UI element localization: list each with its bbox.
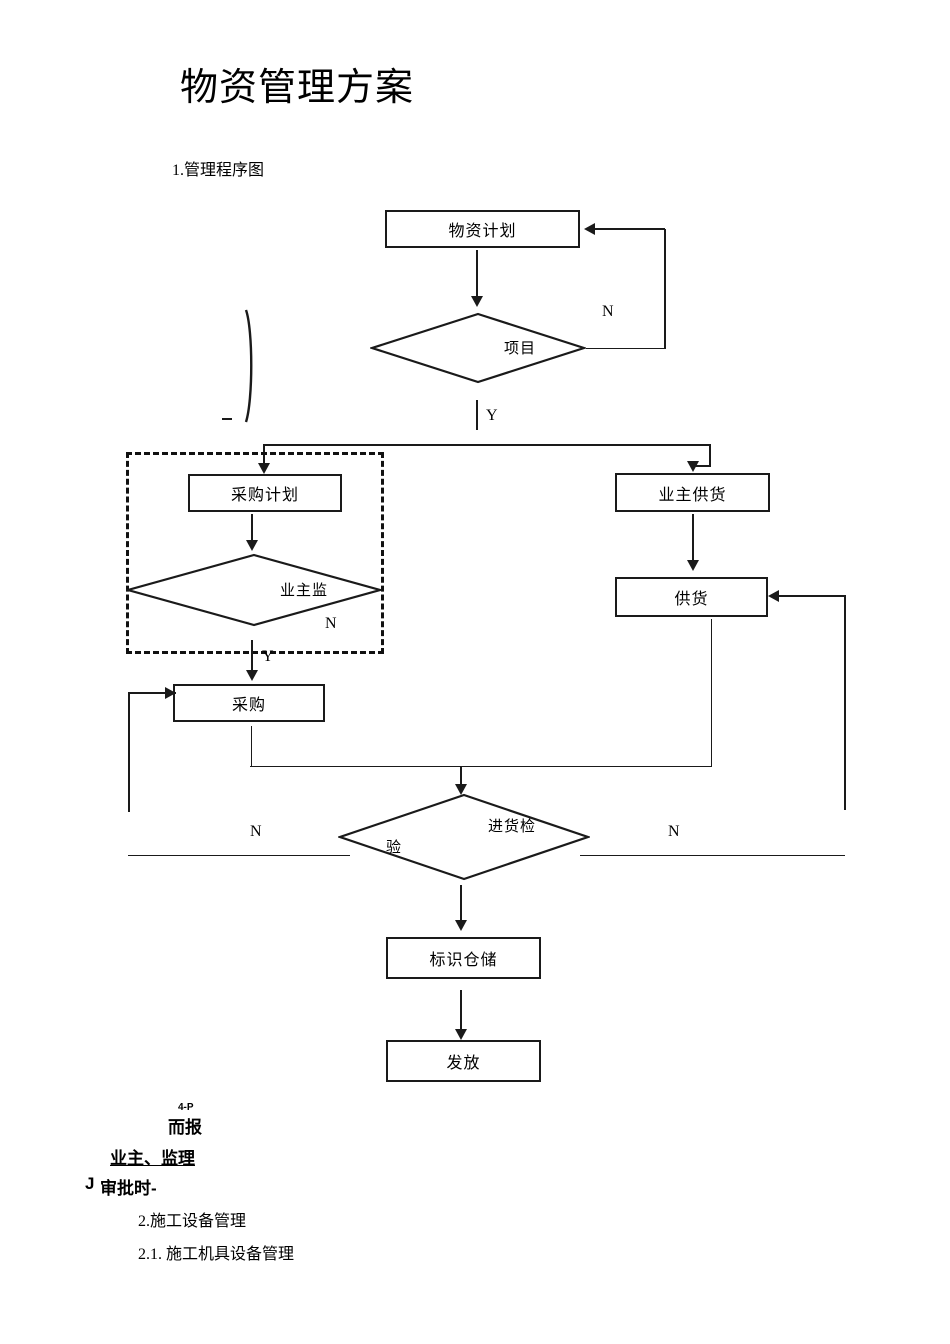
branch-label-inspection-no-left: N [250,823,262,840]
connector-to-inspection [460,766,462,790]
branch-label-project-no: N [602,303,614,320]
connector-project-no-vertical [664,229,666,349]
branch-label-supervision-yes: Y [262,648,274,665]
tick-artifact [222,418,232,420]
arrowhead-to-purchase-plan [258,463,270,474]
arrowhead-to-issue [455,1029,467,1040]
connector-material-plan-to-project [476,250,478,298]
branch-label-project-yes: Y [486,407,498,424]
connector-split-right-jog [692,465,711,467]
annotation-line-1: 而报 [168,1118,202,1137]
dashed-group-box [126,452,384,654]
node-issue: 发放 [386,1040,541,1082]
arrowhead-to-storage [455,920,467,931]
node-material-plan: 物资计划 [385,210,580,248]
page-title: 物资管理方案 [180,67,415,109]
section-heading-3: 2.1. 施工机具设备管理 [138,1246,295,1263]
node-incoming-inspection: 进货检 验 [338,793,590,881]
annotation-line-2: 业主、监理 [110,1149,195,1168]
arrowhead-into-purchase [165,687,176,699]
connector-inspection-no-right-to-supply [778,595,846,597]
connector-supervision-yes [251,640,253,672]
section-heading-1: 1.管理程序图 [172,162,265,179]
node-owner-supply: 业主供货 [615,473,770,512]
connector-split-bar [264,444,710,446]
node-purchase-label: 采购 [231,697,266,714]
node-identify-storage-label: 标识仓储 [429,952,498,969]
arrowhead-to-supply [687,560,699,571]
node-supply-label: 供货 [674,591,709,608]
node-owner-supply-label: 业主供货 [658,486,727,504]
connector-inspection-no-left [128,855,350,856]
node-identify-storage: 标识仓储 [386,937,541,979]
connector-supply-down [711,619,712,767]
handwritten-annotation: 4-P 而报 业主、监理 J 审批时- [85,1100,350,1200]
arrowhead-to-inspection [455,784,467,795]
section-heading-2: 2.施工设备管理 [138,1213,247,1230]
connector-inspection-no-left-vertical [128,692,130,812]
annotation-line-3: 审批时- [100,1179,157,1198]
annotation-line-3-prefix: J [85,1174,95,1193]
node-supply: 供货 [615,577,768,617]
connector-project-yes [476,400,478,430]
branch-label-supervision-no: N [325,615,337,632]
connector-purchase-down [251,726,252,766]
node-material-plan-label: 物资计划 [448,223,517,240]
arrowhead-to-supervision [246,540,258,551]
connector-inspection-no-left-to-purchase [128,692,176,694]
connector-purchase-plan-to-supervision [251,514,253,542]
branch-label-inspection-no-right: N [668,823,680,840]
connector-project-no-horizontal [586,348,666,349]
node-issue-label: 发放 [446,1055,481,1072]
connector-inspection-no-right [580,855,845,856]
connector-inspection-no-right-vertical [844,595,846,810]
node-purchase-plan: 采购计划 [188,474,342,512]
arrowhead-project-no-return [584,223,595,235]
node-purchase: 采购 [173,684,325,722]
connector-project-no-return [595,228,665,230]
connector-inspection-to-storage [460,885,462,923]
connector-storage-to-issue [460,990,462,1032]
arrowhead-into-supply [768,590,779,602]
bracket-artifact [240,308,264,424]
connector-merge-bar [250,766,712,767]
connector-split-left-down [263,444,265,468]
connector-owner-supply-to-supply [692,514,694,562]
connector-split-right-down [709,444,711,466]
node-owner-supervision: 业主监 [126,553,382,627]
arrowhead-to-project [471,296,483,307]
node-project: 项目 [370,312,586,384]
node-purchase-plan-label: 采购计划 [230,487,299,504]
arrowhead-to-purchase [246,670,258,681]
annotation-superscript: 4-P [178,1102,194,1113]
